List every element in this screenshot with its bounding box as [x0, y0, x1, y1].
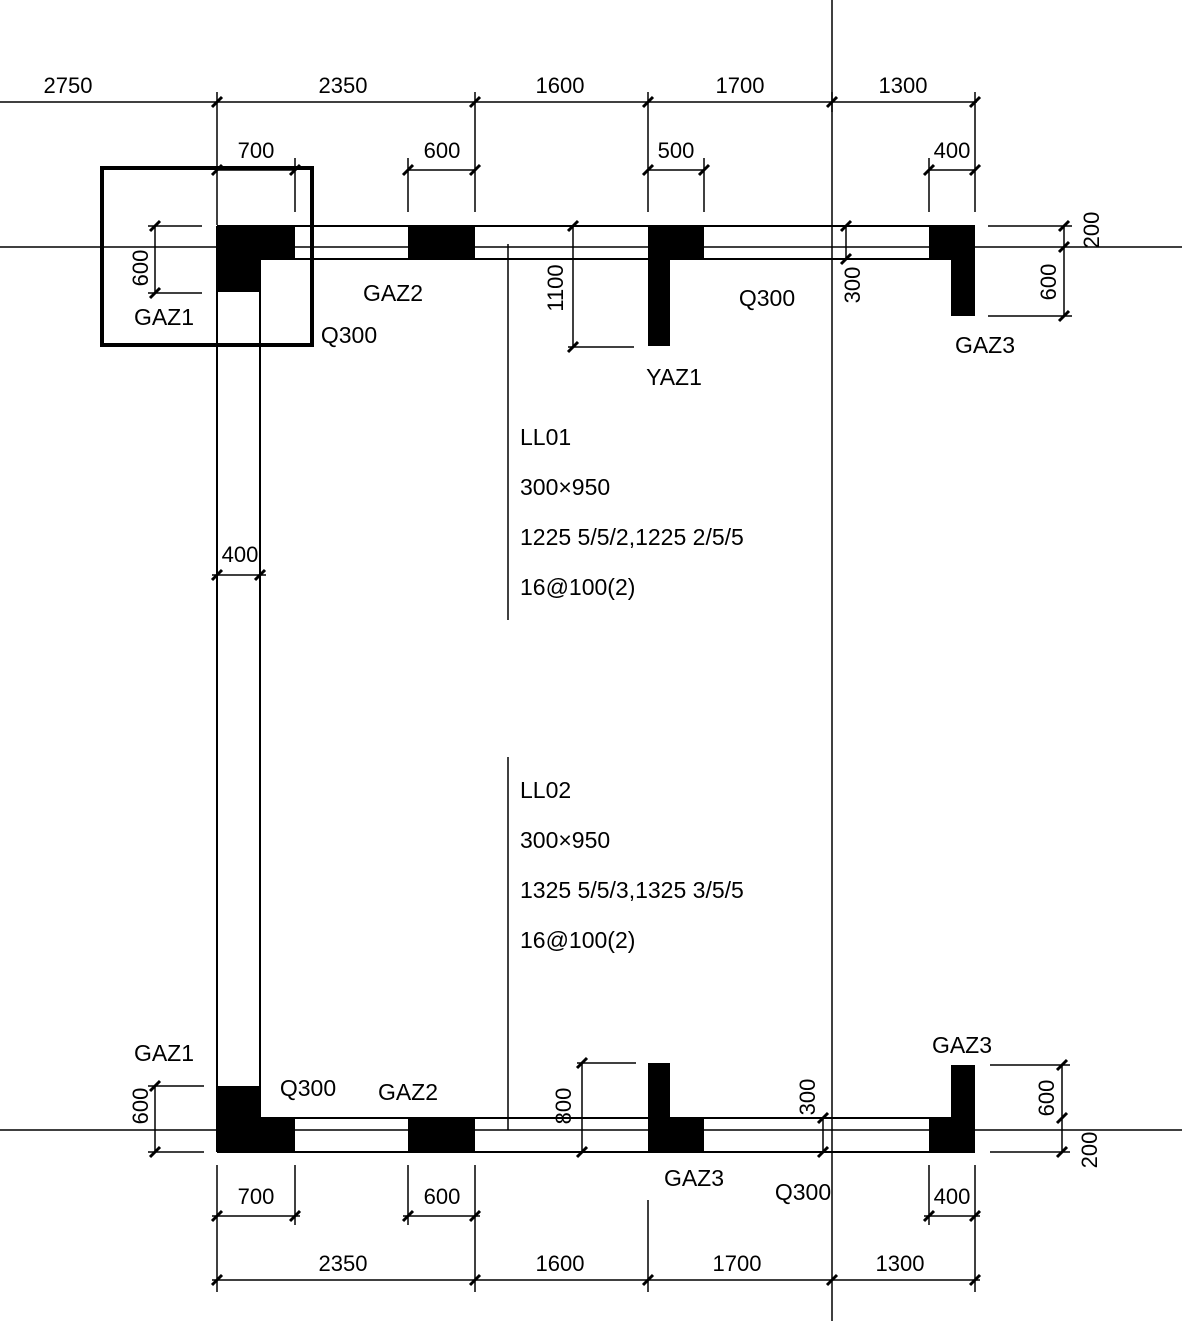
dim-bottom-400: 400 [934, 1184, 971, 1209]
highlight-box [100, 166, 314, 347]
column-gaz2-bottom [408, 1118, 475, 1152]
dim-bottom-700: 700 [238, 1184, 275, 1209]
dim-bottom-right-600: 600 [1034, 1080, 1059, 1117]
dim-top-right-line [988, 219, 1072, 323]
dim-1100: 1100 [543, 264, 568, 311]
dim-top-right-200: 200 [1079, 212, 1104, 249]
ll01-size: 300×950 [520, 474, 610, 500]
dim-bottom-600: 600 [424, 1184, 461, 1209]
ll01-rebar: 1225 5/5/2,1225 2/5/5 [520, 524, 744, 550]
label-gaz3-top: GAZ3 [955, 332, 1015, 358]
dim-800-line [575, 1056, 636, 1159]
dim-top-2350: 2350 [319, 73, 368, 98]
top-wall [217, 225, 975, 260]
label-q300-top-left: Q300 [321, 322, 377, 348]
column-gaz1-bottom [217, 1086, 295, 1152]
label-q300-bottom-left: Q300 [280, 1075, 336, 1101]
bottom-wall [217, 1117, 975, 1153]
dim-top-left-600: 600 [128, 250, 153, 287]
dim-left-400-line [210, 568, 267, 582]
dim-top-300-line [839, 219, 853, 266]
dim-bottom-right-line [990, 1058, 1070, 1159]
ll02-size: 300×950 [520, 827, 610, 853]
dim-top-500: 500 [658, 138, 695, 163]
ll01-name: LL01 [520, 424, 571, 450]
dim-bottom-300-line [816, 1111, 830, 1159]
label-gaz3-bottom-mid: GAZ3 [664, 1165, 724, 1191]
ll02-stirrup: 16@100(2) [520, 927, 635, 953]
column-gaz1-top [217, 226, 295, 292]
column-gaz3-bottom-mid [648, 1063, 704, 1152]
top-local-dimensions [210, 158, 982, 212]
label-q300-bottom-mid: Q300 [775, 1179, 831, 1205]
dim-top-1300: 1300 [879, 73, 928, 98]
label-gaz3-bottom-right: GAZ3 [932, 1032, 992, 1058]
dim-top-1600: 1600 [536, 73, 585, 98]
dim-left-400: 400 [222, 542, 259, 567]
column-gaz3-top [929, 226, 975, 316]
label-gaz2-top: GAZ2 [363, 280, 423, 306]
label-yaz1: YAZ1 [646, 364, 702, 390]
dim-800: 800 [551, 1088, 576, 1125]
top-overall-dimension [0, 92, 982, 225]
dim-top-right-600: 600 [1036, 264, 1061, 301]
dim-top-300: 300 [840, 267, 865, 304]
dim-top-600: 600 [424, 138, 461, 163]
dim-top-left-600-line [148, 219, 202, 300]
dim-bottom-right-200: 200 [1077, 1132, 1102, 1169]
dim-1100-line [566, 219, 634, 354]
dim-bottom-2350: 2350 [319, 1251, 368, 1276]
dim-top-2750: 2750 [44, 73, 93, 98]
label-gaz1-bottom: GAZ1 [134, 1040, 194, 1066]
dim-bottom-1300: 1300 [876, 1251, 925, 1276]
dim-top-1700: 1700 [716, 73, 765, 98]
label-gaz1-top: GAZ1 [134, 304, 194, 330]
dim-bottom-1600: 1600 [536, 1251, 585, 1276]
dim-top-400: 400 [934, 138, 971, 163]
ll02-name: LL02 [520, 777, 571, 803]
column-gaz3-bottom-right [929, 1065, 975, 1152]
dim-bottom-300: 300 [795, 1079, 820, 1116]
column-gaz2-top [408, 226, 475, 259]
ll02-rebar: 1325 5/5/3,1325 3/5/5 [520, 877, 744, 903]
column-yaz1 [648, 226, 704, 346]
dim-bottom-left-600-line [148, 1079, 204, 1159]
label-gaz2-bottom: GAZ2 [378, 1079, 438, 1105]
label-q300-top-mid: Q300 [739, 285, 795, 311]
dim-top-700: 700 [238, 138, 275, 163]
left-wall [216, 226, 261, 1152]
dim-bottom-1700: 1700 [713, 1251, 762, 1276]
bottom-local-dimensions [210, 1165, 982, 1225]
dim-bottom-left-600: 600 [128, 1088, 153, 1125]
ll01-stirrup: 16@100(2) [520, 574, 635, 600]
bottom-overall-dimension [210, 1200, 982, 1292]
